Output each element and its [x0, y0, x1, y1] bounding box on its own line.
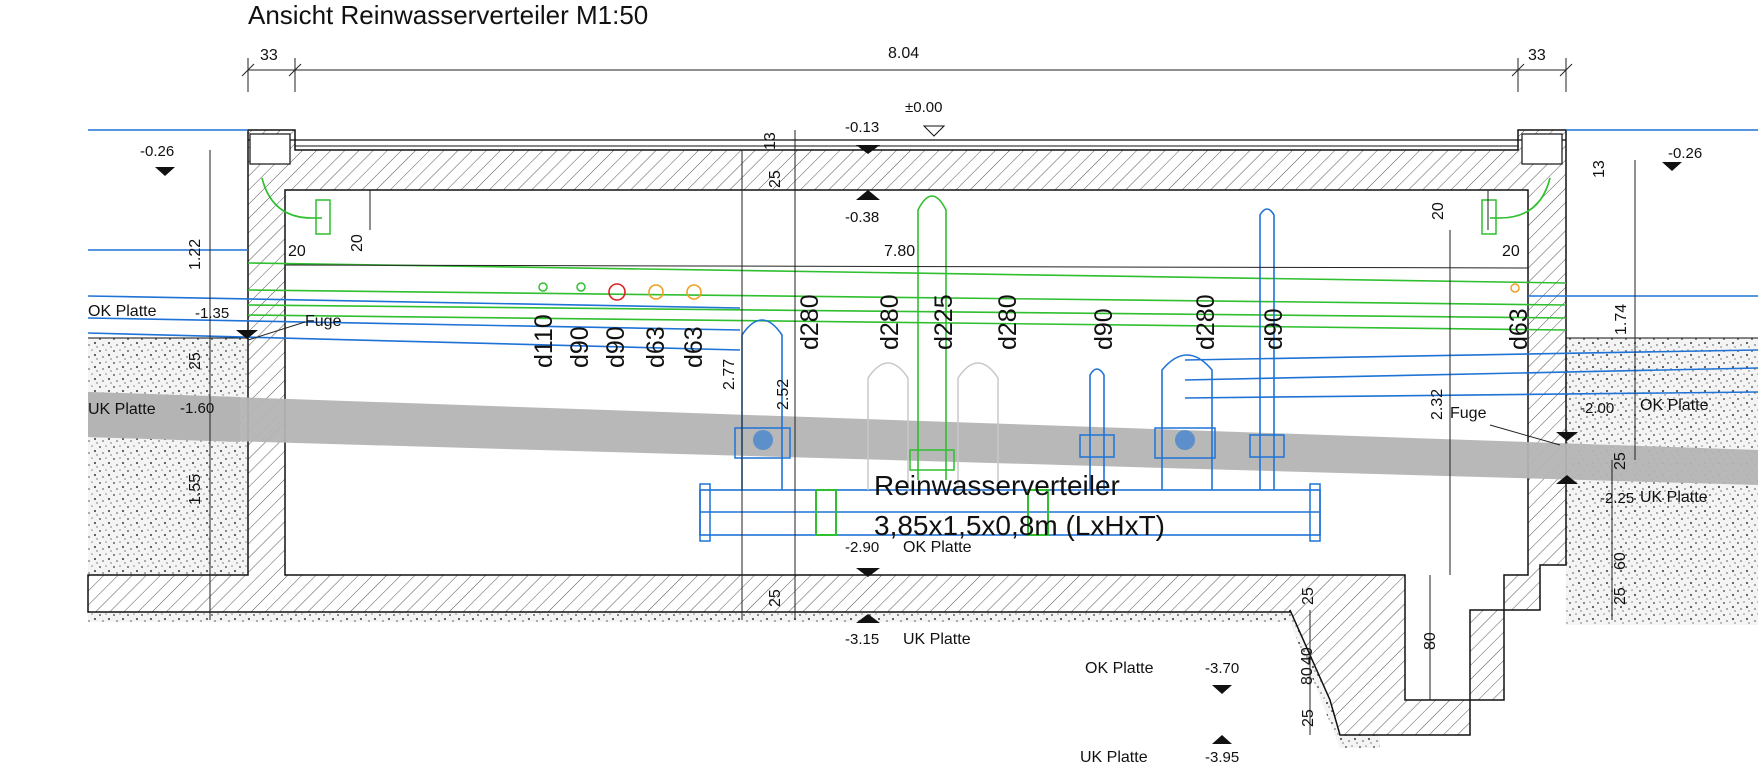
pipe-label-d280-3: d280 — [994, 294, 1022, 350]
label-uk-platte-inner: UK Platte — [903, 631, 971, 648]
label-fuge-left: Fuge — [305, 313, 342, 330]
label-uk-platte-left: UK Platte — [88, 401, 156, 418]
dim-13-a: 13 — [762, 132, 779, 150]
dim-25-b: 25 — [187, 352, 204, 370]
dim-33-left: 33 — [260, 47, 278, 64]
level-1-35: -1.35 — [195, 305, 229, 322]
dim-2-77: 2.77 — [721, 359, 738, 390]
dim-25-d: 25 — [1612, 587, 1629, 605]
dim-33-right: 33 — [1528, 47, 1546, 64]
dim-20-d: 20 — [1502, 243, 1520, 260]
level-2-00: -2.00 — [1580, 400, 1614, 417]
pipe-label-d280-2: d280 — [876, 294, 904, 350]
level-markers: ±0.00 -0.13 -0.26 -0.26 -0.38 -1.35 -1.6… — [140, 99, 1702, 766]
slope-band — [88, 392, 1758, 485]
label-ok-platte-right: OK Platte — [1640, 397, 1709, 414]
pipe-label-d63-2: d63 — [680, 326, 708, 368]
dim-80-b: 80 — [1422, 632, 1439, 650]
pipe-label-d280-4: d280 — [1192, 294, 1220, 350]
drawing-title: Ansicht Reinwasserverteiler M1:50 — [248, 0, 648, 30]
dim-1-55: 1.55 — [187, 474, 204, 505]
dim-13-b: 13 — [1591, 160, 1608, 178]
dim-2-52: 2.52 — [775, 379, 792, 410]
pipe-circle-markers — [538, 282, 1520, 301]
dim-20-c: 20 — [1430, 202, 1447, 220]
dim-25-c: 25 — [1612, 452, 1629, 470]
internal-dimensions — [209, 130, 1636, 735]
dim-20-a: 20 — [288, 243, 306, 260]
pipe-label-d90-2: d90 — [602, 326, 630, 368]
distributor-label: Reinwasserverteiler 3,85x1,5x0,8m (LxHxT… — [874, 470, 1165, 541]
dim-1-74: 1.74 — [1613, 304, 1630, 335]
label-fuge-right: Fuge — [1450, 405, 1487, 422]
level-3-70: -3.70 — [1205, 660, 1239, 677]
pipe-label-d225: d225 — [930, 294, 958, 350]
level-1-60: -1.60 — [180, 400, 214, 417]
pipe-label-d90-4: d90 — [1260, 308, 1288, 350]
dimension-labels: 1.22 20 20 13 25 7.80 25 1.55 2.77 2.52 … — [187, 132, 1630, 727]
pipe-label-d63-1: d63 — [642, 326, 670, 368]
pipe-label-d90-1: d90 — [566, 326, 594, 368]
level-2-25: -2.25 — [1600, 490, 1634, 507]
distributor-manifold — [699, 195, 1321, 542]
level-3-95: -3.95 — [1205, 749, 1239, 766]
green-pipe-lines — [247, 177, 1567, 331]
pipe-label-d110: d110 — [530, 314, 558, 368]
dim-25-g: 25 — [1300, 709, 1317, 727]
distributor-name: Reinwasserverteiler — [874, 470, 1120, 501]
label-uk-platte-pit: UK Platte — [1080, 749, 1148, 766]
pipe-label-d63-3: d63 — [1505, 308, 1533, 350]
dim-40: 40 — [1299, 647, 1316, 665]
dim-25-f: 25 — [1300, 587, 1317, 605]
level-2-90: -2.90 — [845, 539, 879, 556]
top-dimension-chain: 33 8.04 33 — [241, 45, 1573, 92]
pipe-label-d90-3: d90 — [1090, 308, 1118, 350]
dim-1-22: 1.22 — [187, 239, 204, 270]
level-0-38: -0.38 — [845, 209, 879, 226]
dim-7-80: 7.80 — [884, 243, 915, 260]
dim-25-e: 25 — [767, 589, 784, 607]
pipe-label-d280-1: d280 — [796, 294, 824, 350]
dim-20-b: 20 — [349, 234, 366, 252]
dim-60: 60 — [1612, 552, 1629, 570]
label-uk-platte-right: UK Platte — [1640, 489, 1708, 506]
level-0-26-left: -0.26 — [140, 143, 174, 160]
dim-25-a: 25 — [767, 170, 784, 188]
distributor-size: 3,85x1,5x0,8m (LxHxT) — [874, 510, 1165, 541]
pipe-labels: d110 d90 d90 d63 d63 d280 d280 d225 d280… — [530, 294, 1533, 368]
external-lines — [87, 129, 1758, 399]
slab-labels: OK Platte UK Platte OK Platte UK Platte … — [88, 303, 1709, 766]
dim-80-a: 80 — [1299, 667, 1316, 685]
level-0-13: -0.13 — [845, 119, 879, 136]
level-0-00: ±0.00 — [905, 99, 942, 116]
level-3-15: -3.15 — [845, 631, 879, 648]
level-0-26-right: -0.26 — [1668, 145, 1702, 162]
label-ok-platte-inner: OK Platte — [903, 539, 972, 556]
label-ok-platte-left: OK Platte — [88, 303, 157, 320]
concrete-structure — [87, 129, 1567, 736]
dim-2-32: 2.32 — [1429, 389, 1446, 420]
dim-8-04: 8.04 — [888, 45, 919, 62]
label-ok-platte-pit: OK Platte — [1085, 660, 1154, 677]
